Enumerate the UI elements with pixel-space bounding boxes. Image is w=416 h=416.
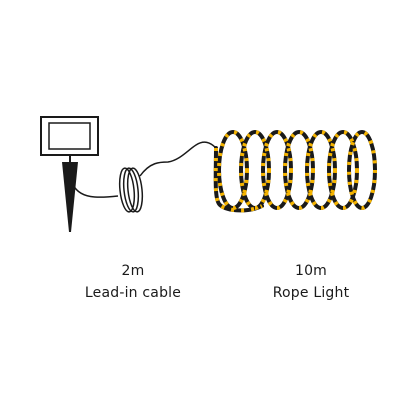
lead-in-length: 2m	[121, 263, 145, 279]
lead-in-cable-label: 2m Lead-in cable	[43, 260, 223, 304]
ground-stake-icon	[62, 155, 78, 232]
rope-light-coil-icon	[213, 130, 377, 213]
rope-light-length: 10m	[294, 263, 328, 279]
coiled-cable-icon	[71, 141, 217, 213]
solar-panel-icon	[40, 116, 99, 156]
lead-in-name: Lead-in cable	[84, 285, 182, 301]
rope-light-name: Rope Light	[272, 285, 350, 301]
rope-light-label: 10m Rope Light	[221, 260, 401, 304]
